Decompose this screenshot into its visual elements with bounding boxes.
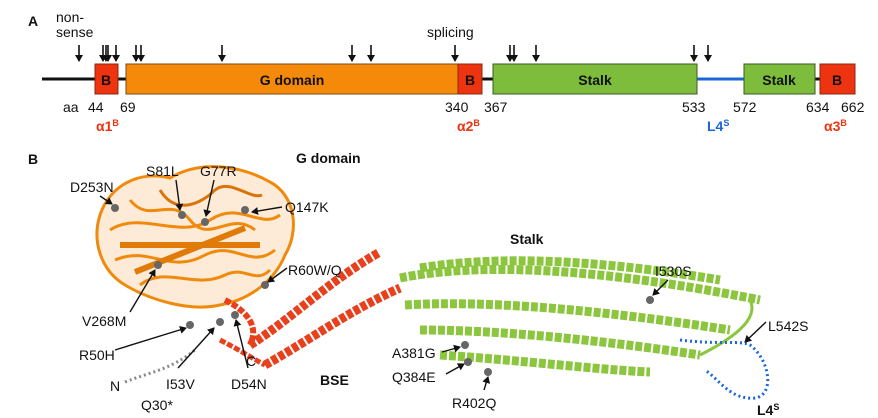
- arrow-icon: [441, 344, 461, 353]
- mutation-q30: Q30*: [141, 397, 173, 413]
- arrow-icon: [445, 363, 465, 375]
- position-44: 44: [88, 99, 104, 115]
- mutation-pointers: [99, 179, 767, 391]
- arrow-icon: [652, 279, 669, 296]
- residue-numbers: aa 44 69 340 367 533 572 634 662: [63, 99, 865, 115]
- position-69: 69: [120, 99, 136, 115]
- c-terminus-label: C: [246, 353, 256, 369]
- arrow-icon: [129, 269, 156, 313]
- mutation-side-chains: [111, 204, 654, 376]
- arrow-icon: [233, 319, 249, 369]
- domain-label-g: G domain: [260, 72, 325, 88]
- mutation-s81l: S81L: [146, 163, 179, 179]
- panel-b-label: B: [28, 151, 38, 167]
- panel-a-domain-map: A non- sense splicing B G domain B Stalk…: [28, 9, 865, 134]
- panel-a-label: A: [28, 13, 38, 29]
- stalk-box-1: [492, 63, 698, 95]
- bse-box-2: [457, 63, 483, 95]
- l4s-loop: [679, 338, 770, 400]
- arrow-icon: [177, 327, 215, 369]
- position-533: 533: [682, 99, 706, 115]
- mutation-r50h: R50H: [79, 347, 115, 363]
- bse-ribbon: [218, 248, 402, 369]
- alpha1b-label: α1B: [96, 118, 119, 134]
- arrow-icon: [267, 267, 288, 283]
- arrow-icon: [114, 325, 187, 351]
- alpha3b-label: α3B: [824, 118, 847, 134]
- stalk-box-2: [743, 63, 816, 95]
- bse-label: BSE: [320, 372, 349, 388]
- mutation-a381g: A381G: [392, 345, 436, 361]
- domain-label-stalk1: Stalk: [578, 72, 612, 88]
- arrow-icon: [203, 179, 215, 217]
- position-634: 634: [806, 99, 830, 115]
- arrow-icon: [744, 321, 767, 343]
- l4s-label: L4S: [707, 118, 729, 134]
- arrow-icon: [251, 206, 283, 215]
- aa-label: aa: [63, 99, 79, 115]
- g-domain-ribbon: [95, 165, 295, 309]
- stalk-ribbon: [399, 256, 761, 377]
- position-572: 572: [733, 99, 757, 115]
- mutation-d253n: D253N: [70, 179, 114, 195]
- bse-box-1: [94, 63, 119, 95]
- mutation-v268m: V268M: [82, 313, 126, 329]
- mutation-labels: D253N S81L G77R Q147K R60W/Q V268M R50H …: [70, 163, 808, 413]
- mutation-l542s: L542S: [768, 318, 808, 334]
- domain-label-stalk2: Stalk: [762, 72, 796, 88]
- bse-box-3: [819, 63, 856, 95]
- position-662: 662: [841, 99, 865, 115]
- mutation-q147k: Q147K: [285, 199, 329, 215]
- mutation-i530s: I530S: [655, 263, 692, 279]
- mutation-i53v: I53V: [166, 376, 195, 392]
- panel-b-structure: B: [28, 150, 808, 418]
- n-terminus-label: N: [110, 378, 120, 394]
- alpha2b-label: α2B: [457, 118, 480, 134]
- g-domain-label: G domain: [296, 150, 361, 166]
- mutation-r402q: R402Q: [452, 395, 496, 411]
- domain-label-b2: B: [465, 72, 475, 88]
- mutation-arrows: [75, 45, 712, 62]
- arrow-icon: [482, 376, 491, 391]
- arrow-icon: [99, 195, 113, 205]
- helix-labels: α1B α2B L4S α3B: [96, 118, 847, 134]
- position-367: 367: [484, 99, 508, 115]
- position-340: 340: [445, 99, 469, 115]
- mutation-r60wq: R60W/Q: [288, 262, 342, 278]
- mutation-g77r: G77R: [200, 163, 237, 179]
- nonsense-label-1: non-: [56, 9, 84, 25]
- g-domain-box: [125, 63, 459, 95]
- mutation-d54n: D54N: [231, 376, 267, 392]
- splicing-label: splicing: [427, 24, 474, 40]
- l4s-structure-label: L4S: [757, 402, 779, 418]
- mutation-q384e: Q384E: [392, 369, 436, 385]
- nonsense-label-2: sense: [56, 24, 94, 40]
- domain-label-b3: B: [832, 72, 842, 88]
- domain-label-b1: B: [101, 72, 111, 88]
- arrow-icon: [175, 179, 184, 211]
- stalk-label: Stalk: [510, 231, 544, 247]
